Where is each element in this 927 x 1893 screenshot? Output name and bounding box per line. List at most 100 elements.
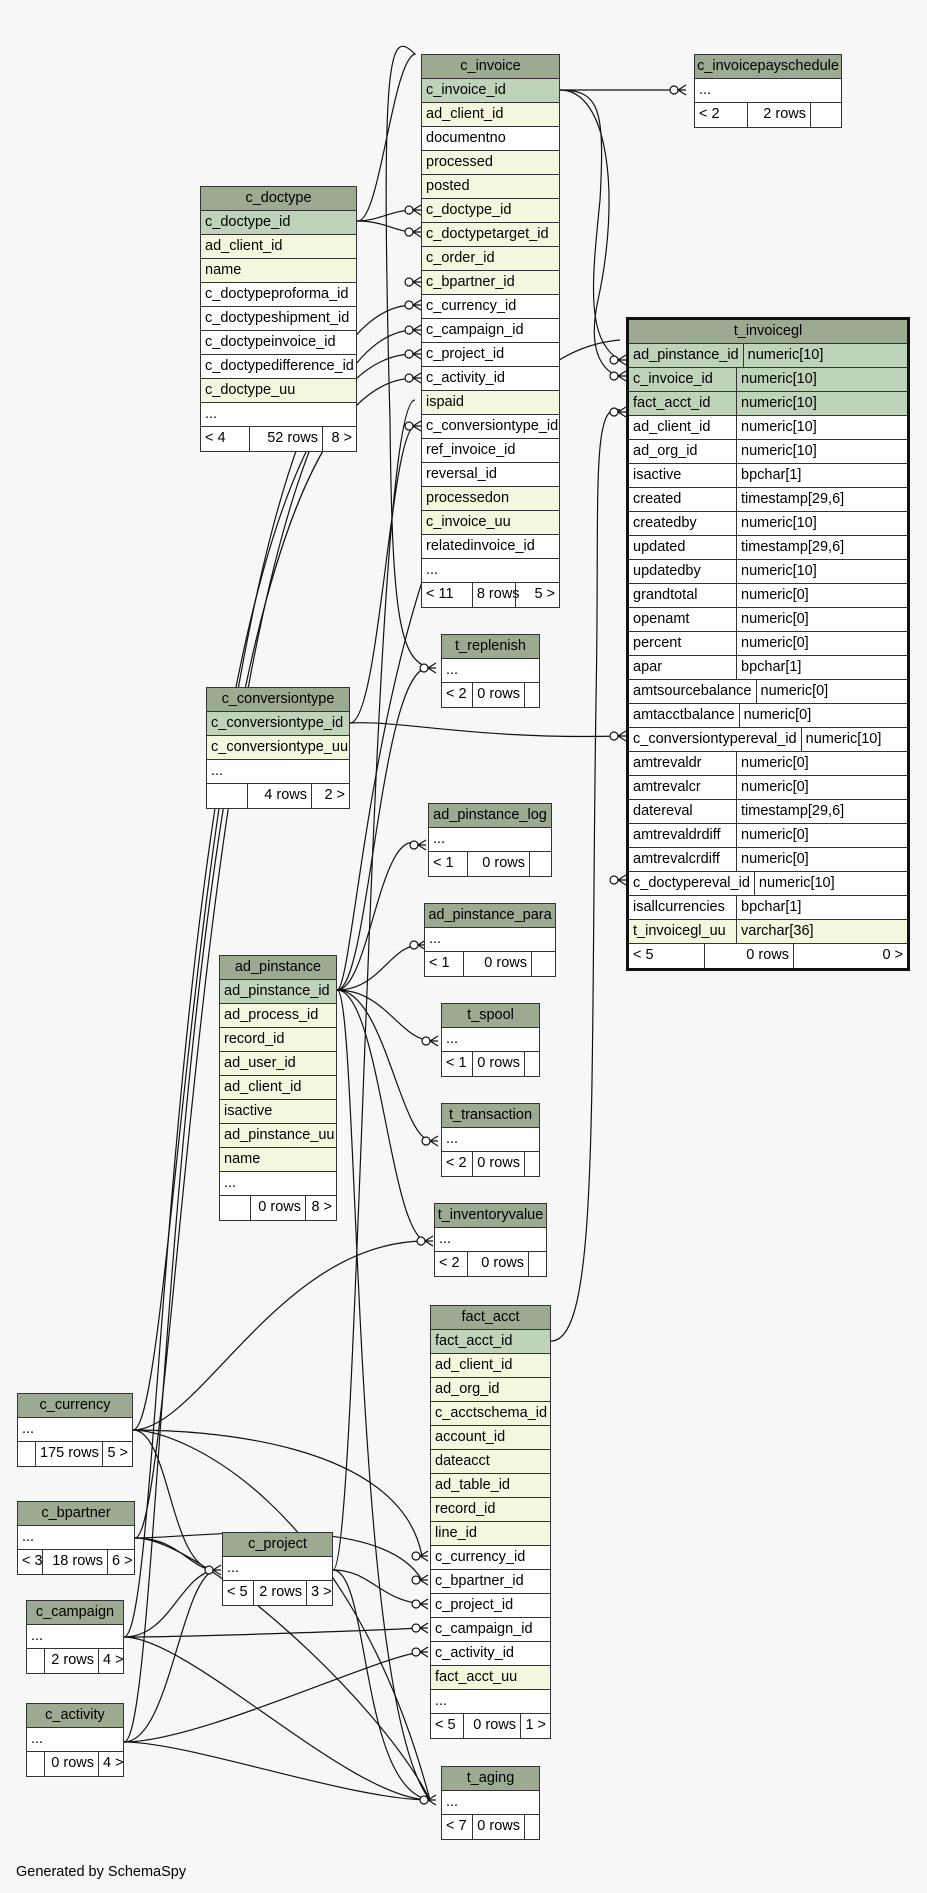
parents-count[interactable] [27, 1649, 44, 1673]
column-name: c_doctype_uu [205, 382, 296, 398]
children-count[interactable] [524, 1815, 539, 1839]
relationship-line [134, 1537, 431, 1801]
parents-count[interactable] [18, 1442, 35, 1466]
parents-count[interactable] [220, 1196, 250, 1220]
children-count[interactable]: 5 > [514, 583, 559, 607]
children-count[interactable]: 8 > [305, 1196, 336, 1220]
children-count[interactable] [810, 103, 841, 127]
column-type: timestamp[29,6] [736, 488, 907, 511]
children-count[interactable]: 8 > [322, 427, 356, 451]
row-count: 8 rows [471, 583, 520, 607]
relationship-line [132, 1429, 423, 1557]
column-row: ... [429, 828, 551, 852]
children-count[interactable]: 0 > [793, 944, 907, 968]
table-title[interactable]: c_invoicepayschedule [695, 55, 841, 79]
children-count[interactable] [524, 1152, 539, 1176]
column-row: ad_process_id [220, 1004, 336, 1028]
relationship-end-marker [404, 373, 414, 383]
table-title[interactable]: c_currency [18, 1394, 132, 1418]
column-name: isactive [633, 467, 682, 483]
column-name: processedon [426, 490, 510, 506]
children-count[interactable]: 1 > [520, 1714, 550, 1738]
column-name: ref_invoice_id [426, 442, 516, 458]
column-name: reversal_id [426, 466, 497, 482]
table-title[interactable]: c_conversiontype [207, 688, 349, 712]
column-name: c_doctype_id [426, 202, 512, 218]
column-name: c_doctypereval_id [633, 875, 750, 891]
parents-count[interactable]: < 7 [446, 1818, 467, 1834]
relationship-line [332, 1569, 431, 1801]
table-title[interactable]: c_campaign [27, 1601, 123, 1625]
table-title[interactable]: t_replenish [442, 635, 539, 659]
column-name: grandtotal [633, 587, 698, 603]
table-title[interactable]: t_spool [442, 1004, 539, 1028]
column-row: c_doctype_uu [201, 379, 356, 403]
parents-count[interactable]: < 1 [433, 855, 454, 871]
parents-count[interactable]: < 2 [446, 1155, 467, 1171]
table-title[interactable]: c_project [223, 1533, 332, 1557]
children-count[interactable] [531, 952, 555, 976]
children-count[interactable]: 5 > [102, 1442, 132, 1466]
parents-count[interactable]: < 2 [446, 686, 467, 702]
row-count: 175 rows [35, 1442, 102, 1466]
column-name: ... [22, 1529, 35, 1545]
table-title[interactable]: t_invoicegl [629, 320, 907, 344]
table-title[interactable]: t_inventoryvalue [435, 1204, 546, 1228]
children-count[interactable]: 4 > [98, 1752, 124, 1776]
children-count[interactable]: 6 > [107, 1550, 134, 1574]
parents-count[interactable]: < 3 [22, 1553, 43, 1569]
table-title[interactable]: ad_pinstance_para [425, 904, 555, 928]
table-title[interactable]: fact_acct [431, 1306, 550, 1330]
parents-count[interactable]: < 5 [227, 1584, 248, 1600]
table-title[interactable]: c_doctype [201, 187, 356, 211]
column-row: documentno [422, 127, 559, 151]
parents-count[interactable] [27, 1752, 44, 1776]
table-title[interactable]: c_invoice [422, 55, 559, 79]
column-name: relatedinvoice_id [426, 538, 535, 554]
children-count[interactable]: 3 > [306, 1581, 332, 1605]
children-count[interactable] [528, 1252, 546, 1276]
table-title[interactable]: t_transaction [442, 1104, 539, 1128]
parents-count[interactable]: < 4 [205, 430, 226, 446]
column-name: ad_process_id [224, 1007, 319, 1023]
crowfoot-marker [412, 276, 422, 288]
children-count[interactable] [529, 852, 551, 876]
parents-count[interactable]: < 5 [633, 947, 654, 963]
children-count[interactable] [524, 1052, 539, 1076]
parents-count[interactable]: < 1 [446, 1055, 467, 1071]
relationship-end-marker [204, 1565, 214, 1575]
column-name: c_bpartner_id [426, 274, 515, 290]
parents-count[interactable]: < 2 [439, 1255, 460, 1271]
parents-count[interactable]: < 1 [429, 955, 450, 971]
parents-count[interactable]: < 11 [426, 586, 454, 602]
table-title[interactable]: ad_pinstance [220, 956, 336, 980]
crowfoot-marker [617, 370, 627, 382]
relationship-line [336, 989, 433, 1042]
column-row: ... [27, 1625, 123, 1649]
children-count[interactable]: 4 > [98, 1649, 124, 1673]
column-name: amtacctbalance [633, 707, 735, 723]
table-title[interactable]: t_aging [442, 1767, 539, 1791]
column-row: c_acctschema_id [431, 1402, 550, 1426]
parents-count[interactable] [207, 784, 247, 808]
children-count[interactable]: 2 > [311, 784, 349, 808]
crowfoot-marker [617, 406, 627, 418]
children-count[interactable] [524, 683, 539, 707]
parents-count[interactable]: < 5 [435, 1717, 456, 1733]
table-title[interactable]: c_activity [27, 1704, 123, 1728]
table-title[interactable]: c_bpartner [18, 1502, 134, 1526]
column-name: ... [31, 1628, 44, 1644]
column-row: c_doctypedifference_id [201, 355, 356, 379]
column-name: c_invoice_id [426, 82, 506, 98]
parents-count[interactable]: < 2 [699, 106, 720, 122]
crowfoot-marker [419, 1646, 429, 1658]
table-title[interactable]: ad_pinstance_log [429, 804, 551, 828]
column-name: ... [446, 1131, 459, 1147]
